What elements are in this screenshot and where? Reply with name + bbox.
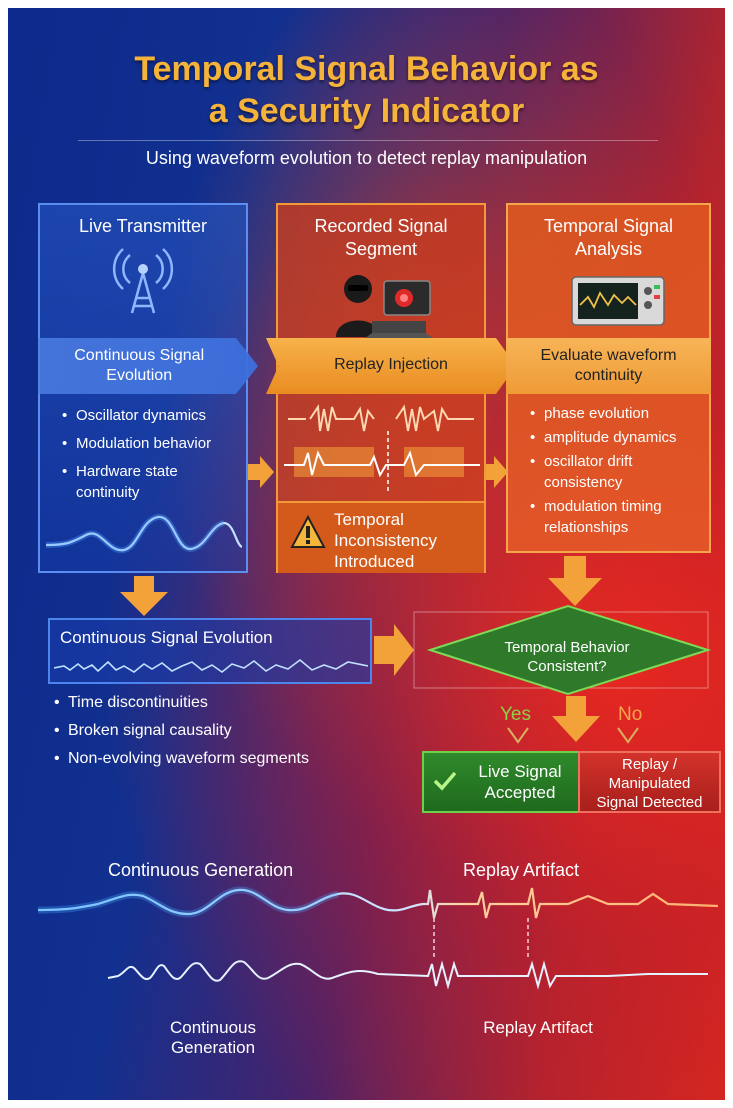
list-item: modulation timing relationships [530,496,705,538]
evolution-waveform [54,658,368,673]
warning-line-3: Introduced [334,552,415,571]
band-label-line-1: Continuous Signal [74,347,205,364]
detected-line-1: Replay / [621,756,678,773]
hacker-laptop-icon [336,275,434,339]
continuous-generation-top-label: Continuous Generation [108,860,294,880]
check-icon [433,771,457,791]
live-signal-accepted-box: Live Signal Accepted [422,751,588,813]
warning-line-1: Temporal [334,510,404,529]
arrow-down-icon [552,696,600,742]
detected-label: Replay / Manipulated Signal Detected [580,755,719,812]
warning-line-2: Inconsistency [334,531,437,550]
accepted-line-2: Accepted [484,783,556,802]
question-line-2: Consistent? [527,658,607,675]
continuous-evolution-box: Continuous Signal Evolution [48,618,372,684]
infographic-poster: Temporal Signal Behavior as a Security I… [8,8,725,1100]
oscilloscope-icon [571,276,665,326]
arrow-right-icon [248,456,274,488]
discontinuity-list: Time discontinuities Broken signal causa… [54,692,384,776]
list-item: Modulation behavior [62,433,242,454]
arrow-down-icon [120,576,168,616]
decision-question: Temporal Behavior Consistent? [492,638,642,676]
no-label: No [618,704,643,725]
replay-waveforms [284,404,480,491]
band-label-line-2: continuity [574,367,643,384]
bottom-left-line-1: Continuous [169,1018,256,1037]
temporal-inconsistency-warning: Temporal Inconsistency Introduced [278,501,484,573]
replay-detected-box: Replay / Manipulated Signal Detected [578,751,721,813]
arrow-right-icon [486,456,508,488]
bottom-left-line-2: Generation [170,1038,256,1057]
evaluate-continuity-label: Evaluate waveform continuity [506,346,711,386]
analysis-title-line-1: Temporal Signal [543,216,674,236]
list-item: Time discontinuities [54,692,384,713]
page-subtitle: Using waveform evolution to detect repla… [145,148,588,168]
list-item: Broken signal causality [54,720,384,741]
title-divider [78,140,658,141]
continuous-evolution-label: Continuous Signal Evolution [38,346,240,386]
list-item: phase evolution [530,403,705,424]
list-item: amplitude dynamics [530,427,705,448]
analysis-features-list: phase evolution amplitude dynamics oscil… [530,403,705,541]
recorded-title-line-2: Segment [344,239,418,259]
radio-tower-icon [112,248,174,314]
replay-artifact-bottom-label: Replay Artifact [483,1018,593,1037]
accepted-label: Live Signal Accepted [460,761,580,803]
evaluate-continuity-band: Evaluate waveform continuity [506,338,711,394]
list-item: Non-evolving waveform segments [54,748,384,769]
question-line-1: Temporal Behavior [504,639,630,656]
list-item: oscillator drift consistency [530,451,705,493]
live-waveform [46,514,242,554]
detected-line-3: Signal Detected [596,794,703,811]
yes-label: Yes [500,704,531,725]
band-label-line-1: Evaluate waveform [540,347,677,364]
bottom-comparison-waveforms [37,886,719,990]
list-item: Hardware state continuity [62,461,242,503]
warning-icon [290,515,326,548]
arrow-right-icon [374,624,414,676]
accepted-line-1: Live Signal [478,762,562,781]
list-item: Oscillator dynamics [62,405,242,426]
evolution-box-title: Continuous Signal Evolution [60,628,273,647]
page-title: Temporal Signal Behavior as a Security I… [8,48,725,132]
warning-text: Temporal Inconsistency Introduced [334,509,479,572]
title-line-1: Temporal Signal Behavior as [134,50,599,88]
arrow-down-icon [548,556,602,606]
continuous-evolution-band: Continuous Signal Evolution [38,338,258,394]
decision-diamond [426,604,712,696]
live-transmitter-title: Live Transmitter [78,216,208,236]
detected-line-2: Manipulated [608,775,691,792]
recorded-title-line-1: Recorded Signal [314,216,448,236]
analysis-title-line-2: Analysis [574,239,643,259]
replay-artifact-top-label: Replay Artifact [463,860,580,880]
continuous-generation-bottom-label: Continuous Generation [128,1018,298,1058]
recorded-signal-title: Recorded Signal Segment [278,215,484,261]
replay-injection-band: Replay Injection [266,338,516,394]
flow-arrows [120,456,712,744]
temporal-analysis-title: Temporal Signal Analysis [508,215,709,261]
live-features-list: Oscillator dynamics Modulation behavior … [62,405,242,510]
title-line-2: a Security Indicator [208,92,525,130]
replay-injection-label: Replay Injection [334,356,448,373]
band-label-line-2: Evolution [106,367,173,384]
